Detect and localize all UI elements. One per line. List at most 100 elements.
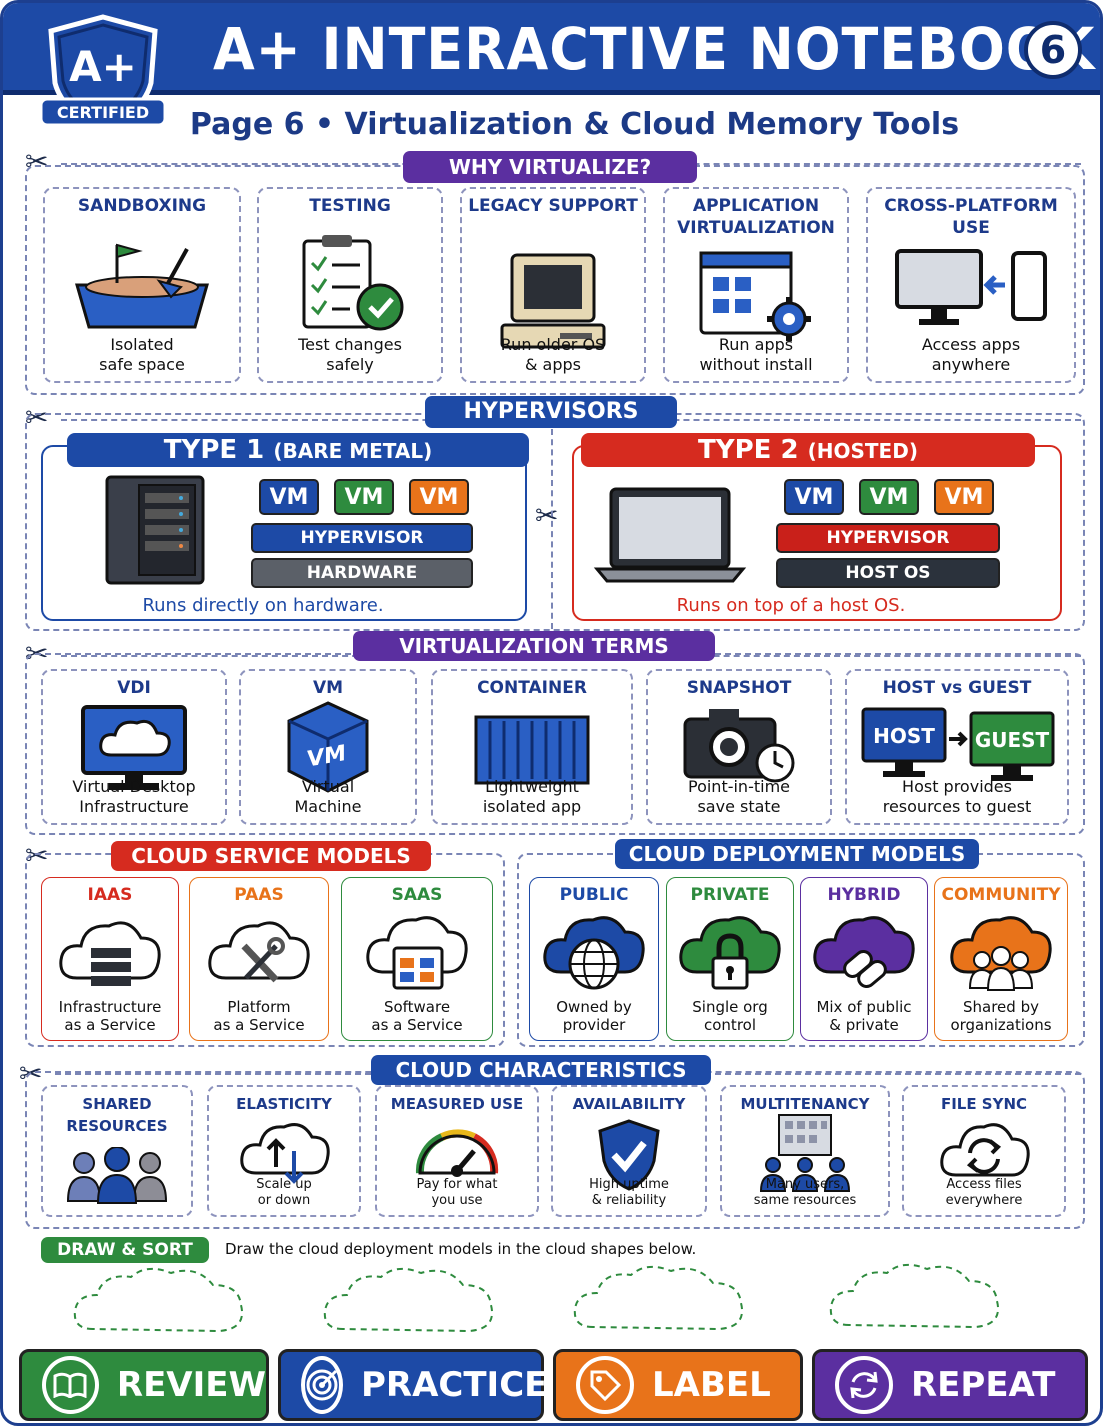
type2-note: Runs on top of a host OS.: [676, 595, 906, 616]
card-description-line: anywhere: [931, 355, 1011, 374]
card-description-line: Mix of public: [816, 998, 912, 1016]
card-description-line: Infrastructure: [58, 998, 162, 1016]
page-title: A+ INTERACTIVE NOTEBOOK: [213, 15, 1096, 83]
card-description-line: Lightweight: [485, 777, 579, 796]
badge-main: A+: [69, 42, 137, 91]
header-bar: A+ CERTIFIED A+ INTERACTIVE NOTEBOOK 6: [3, 3, 1100, 130]
vm-block-orange: VM: [934, 479, 994, 515]
card-description-line: as a Service: [213, 1016, 305, 1034]
card-description-line: Software: [383, 998, 451, 1016]
card-description-line: Access apps: [921, 335, 1021, 354]
card-description-line: same resources: [753, 1193, 857, 1208]
card-description-line: & reliability: [591, 1193, 667, 1208]
card-title: PAAS: [234, 885, 284, 905]
card-title: VDI: [117, 678, 151, 698]
review-button[interactable]: REVIEW: [19, 1349, 269, 1421]
card-title: MULTITENANCY: [740, 1095, 870, 1113]
page-number-badge: 6: [1024, 21, 1082, 79]
blank-cloud-shape: [829, 1263, 999, 1329]
scissors-icon: ✂: [535, 499, 559, 532]
label-button[interactable]: LABEL: [553, 1349, 803, 1421]
why-heading: WHY VIRTUALIZE?: [403, 151, 697, 183]
card-description-line: Pay for what: [416, 1177, 498, 1192]
card-title: SANDBOXING: [77, 196, 207, 216]
card-description-line: Point-in-time: [687, 777, 790, 796]
card-description-line: Scale up: [256, 1177, 312, 1192]
card-title: PUBLIC: [559, 885, 629, 905]
type2-subtitle: (HOSTED): [807, 439, 918, 463]
card-description-line: High uptime: [589, 1177, 669, 1192]
card-title: CONTAINER: [477, 678, 587, 698]
server-tower-icon: [105, 475, 205, 585]
card-description-line: Platform: [227, 998, 291, 1016]
card-title: IAAS: [87, 885, 133, 905]
card-description-line: without install: [699, 355, 813, 374]
card-description-line: or down: [257, 1193, 311, 1208]
scissors-icon: ✂: [25, 839, 49, 872]
card-description-line: Test changes: [298, 335, 402, 354]
tag-icon: [576, 1356, 634, 1414]
draw-clouds-area[interactable]: [63, 1259, 1063, 1345]
terms-heading: VIRTUALIZATION TERMS: [353, 631, 715, 661]
target-icon: [301, 1356, 343, 1414]
practice-button[interactable]: PRACTICE: [278, 1349, 547, 1421]
repeat-icon: [835, 1356, 893, 1414]
review-label: REVIEW: [116, 1365, 266, 1405]
vm-block-green: VM: [334, 479, 394, 515]
card-description-line: Owned by: [556, 998, 632, 1016]
card-title: CROSS-PLATFORM USE: [884, 196, 1058, 238]
card-title: COMMUNITY: [941, 885, 1061, 905]
repeat-label: REPEAT: [911, 1365, 1056, 1405]
blank-cloud-shape: [323, 1267, 493, 1333]
type2-heading: TYPE 2 (HOSTED): [581, 433, 1035, 467]
card-description-line: Host provides: [902, 777, 1012, 796]
card-description-line: isolated app: [482, 797, 582, 816]
draw-sort-label: DRAW & SORT: [41, 1237, 209, 1263]
card-description-line: everywhere: [945, 1193, 1023, 1208]
card-description-line: Run older OS: [500, 335, 606, 354]
card-title: MEASURED USE: [390, 1095, 524, 1113]
page-subtitle: Page 6 • Virtualization & Cloud Memory T…: [189, 107, 960, 142]
card-description-line: organizations: [950, 1016, 1052, 1034]
hypervisors-heading: HYPERVISORS: [425, 396, 677, 428]
card-title: VM: [312, 678, 344, 698]
card-description-line: Access files: [946, 1177, 1022, 1192]
vm-block-blue: VM: [259, 479, 319, 515]
repeat-button[interactable]: REPEAT: [812, 1349, 1088, 1421]
guest-label: GUEST: [975, 728, 1050, 752]
card-description-line: Machine: [294, 797, 362, 816]
type2-hostos-layer: HOST OS: [776, 558, 1000, 588]
card-description: Mix of public& private: [801, 998, 927, 1034]
card-description-line: save state: [697, 797, 781, 816]
card-description-line: Run apps: [718, 335, 794, 354]
card-description-line: as a Service: [371, 1016, 463, 1034]
label-label: LABEL: [652, 1365, 771, 1405]
card-title: HOST vs GUEST: [882, 678, 1032, 698]
card-title: SHARED RESOURCES: [66, 1095, 168, 1135]
card-description-line: Many users,: [765, 1177, 845, 1192]
laptop-icon: [593, 487, 747, 583]
card-title: SNAPSHOT: [686, 678, 792, 698]
